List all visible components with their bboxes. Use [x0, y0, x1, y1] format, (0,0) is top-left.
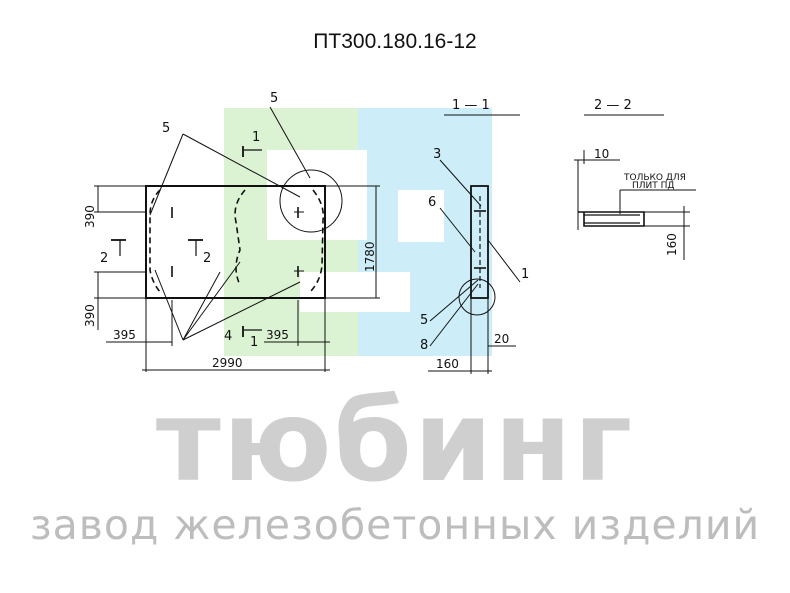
leader-8 [429, 283, 479, 347]
leader-4-1 [154, 269, 184, 341]
leader-4-2 [182, 261, 241, 341]
slab-outline [145, 185, 326, 299]
dimension-labels: 390 390 395 395 2990 1780 160 20 10 160 … [83, 147, 686, 371]
section-2-2 [574, 114, 696, 260]
callout-6: 6 [428, 195, 436, 210]
callout-1-top: 1 [252, 130, 260, 145]
dim-160-side: 160 [665, 233, 679, 256]
dim-2990: 2990 [212, 356, 243, 370]
middle-rebar-contour [234, 189, 246, 286]
right-rebar-contour [309, 189, 325, 293]
dim-390-bottom: 390 [83, 304, 97, 327]
leader-1 [487, 239, 521, 283]
dim-1780: 1780 [363, 241, 377, 272]
logo-white-cut-1 [267, 150, 367, 240]
note-line-2: ПЛИТ ПД [632, 181, 674, 191]
leader-5-left [182, 133, 301, 198]
leader-5-top [269, 106, 311, 179]
detail-circle [279, 169, 343, 233]
section-1-1-label: 1 — 1 [452, 98, 490, 113]
callout-3: 3 [433, 147, 441, 162]
logo-white-cut-2 [398, 190, 444, 242]
callout-2-right: 2 [203, 251, 211, 266]
callout-1-bottom: 1 [250, 335, 258, 350]
dim-395-right: 395 [266, 328, 289, 342]
dim-395-left: 395 [113, 328, 136, 342]
dim-160-bottom: 160 [436, 357, 459, 371]
section-1-1 [428, 114, 521, 374]
dim-20: 20 [494, 332, 509, 346]
note-line-1: ТОЛЬКО ДЛЯ [623, 173, 686, 183]
callout-5-top: 5 [270, 91, 278, 106]
detail-circle-section [458, 278, 496, 316]
leader-4-4 [182, 271, 221, 341]
callout-8: 8 [420, 338, 428, 353]
leader-4-3 [182, 281, 301, 341]
callout-1-section: 1 [521, 267, 529, 282]
logo-white-cut-3 [300, 272, 410, 312]
plan-view [94, 106, 380, 372]
callout-5-section: 5 [420, 313, 428, 328]
callout-5-left: 5 [162, 121, 170, 136]
callout-2-left: 2 [100, 251, 108, 266]
callout-labels: 5 5 1 1 4 2 2 3 6 1 5 8 1 — 1 2 — 2 [100, 91, 632, 353]
watermark-tagline: завод железобетонных изделий [29, 501, 761, 549]
leader-5-section [429, 279, 479, 322]
watermark-brand: тюбинг [155, 377, 635, 507]
leader-6 [439, 207, 476, 253]
section-1-1-profile [470, 185, 489, 299]
logo-background [224, 108, 492, 356]
dim-10: 10 [594, 147, 609, 161]
drawing-title: ПТ300.180.16-12 [313, 30, 477, 53]
section-2-2-label: 2 — 2 [594, 98, 632, 113]
callout-4: 4 [224, 329, 232, 344]
section-2-2-profile [578, 211, 645, 227]
dim-390-top: 390 [83, 205, 97, 228]
left-rebar-contour [149, 189, 161, 293]
leader-3 [439, 159, 482, 207]
